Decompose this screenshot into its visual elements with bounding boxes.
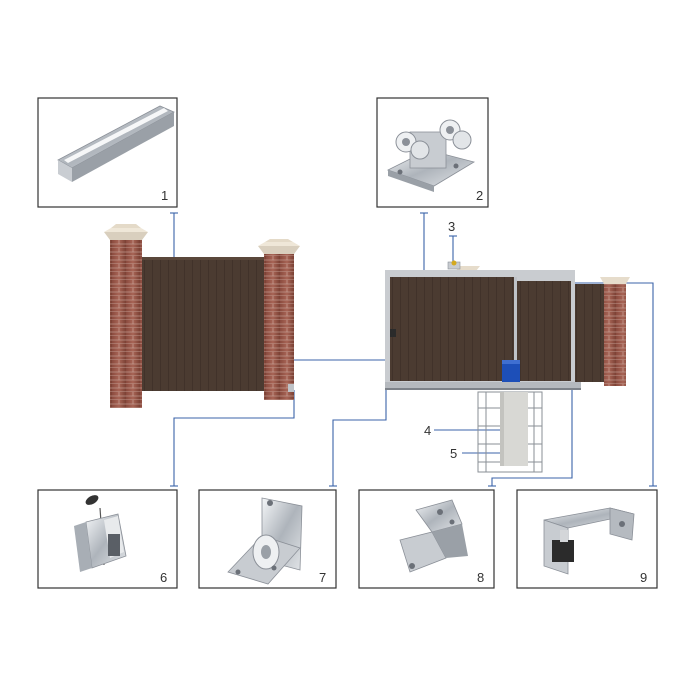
end-roller-icon <box>227 497 303 585</box>
part-number-5: 5 <box>450 446 457 461</box>
upper-guide-bracket-icon <box>543 507 635 575</box>
part-number-1: 1 <box>161 188 168 203</box>
part-box-1: 1 <box>37 97 178 208</box>
part-number-8: 8 <box>477 570 484 585</box>
end-catcher-icon <box>74 495 127 572</box>
top-guide-roller-icon <box>447 260 461 270</box>
part-box-2: 2 <box>376 97 489 208</box>
part-number-3: 3 <box>448 219 455 234</box>
leader-line-8 <box>491 384 573 486</box>
leader-line-7 <box>332 390 387 486</box>
part-number-2: 2 <box>476 188 483 203</box>
part-number-6: 6 <box>160 570 167 585</box>
rail-profile-icon <box>57 105 175 182</box>
right-gate <box>385 266 630 473</box>
carriage-roller-icon <box>386 119 476 192</box>
part-number-4: 4 <box>424 423 431 438</box>
gate-motor <box>502 360 520 382</box>
left-gate <box>104 224 300 408</box>
part-box-9: 9 <box>516 489 658 589</box>
part-box-8: 8 <box>358 489 495 589</box>
foundation-cage <box>477 391 543 473</box>
part-box-7: 7 <box>198 489 337 589</box>
part-number-7: 7 <box>319 570 326 585</box>
support-bracket-icon <box>399 499 468 573</box>
leader-line-6 <box>173 390 295 486</box>
part-box-6: 6 <box>37 489 178 589</box>
part-number-9: 9 <box>640 570 647 585</box>
